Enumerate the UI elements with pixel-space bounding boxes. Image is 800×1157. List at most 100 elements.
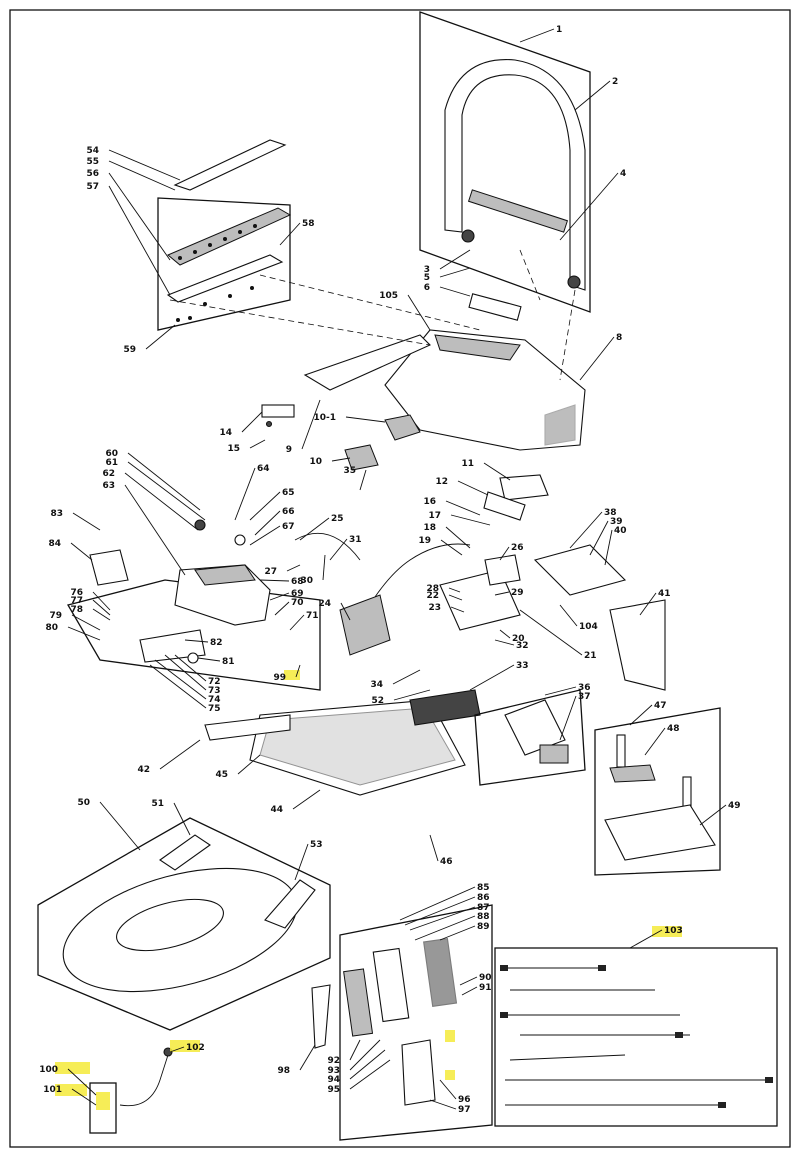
callout-57: 57 xyxy=(86,182,99,192)
callout-leader-21 xyxy=(519,609,583,656)
callout-leader-19 xyxy=(440,539,463,556)
callout-60: 60 xyxy=(105,449,118,459)
callout-9: 9 xyxy=(286,445,292,455)
callout-75: 75 xyxy=(208,704,221,714)
callout-leader-91 xyxy=(461,986,478,996)
callout-90: 90 xyxy=(479,973,492,983)
callout-leader-59 xyxy=(145,324,176,350)
callout-64: 64 xyxy=(257,464,270,474)
callout-5: 5 xyxy=(424,273,430,283)
callout-leader-78 xyxy=(92,608,111,621)
callout-leader-65 xyxy=(249,491,281,521)
callout-leader-14 xyxy=(241,411,263,433)
mounting-parts xyxy=(533,544,721,876)
callout-42: 42 xyxy=(137,765,150,775)
base-plate xyxy=(204,689,481,796)
seat-assembly xyxy=(37,817,331,1031)
callout-3: 3 xyxy=(424,265,430,275)
callout-leader-79 xyxy=(71,614,101,631)
callout-leader-3 xyxy=(439,249,471,270)
callout-leader-67 xyxy=(249,525,281,546)
callout-labels: 123456891010-111121415161718192021222324… xyxy=(39,25,740,1115)
callout-76: 76 xyxy=(70,588,83,598)
callout-leader-11 xyxy=(483,462,511,481)
callout-89: 89 xyxy=(477,922,490,932)
callout-53: 53 xyxy=(310,840,323,850)
callout-47: 47 xyxy=(654,701,667,711)
callout-21: 21 xyxy=(584,651,597,661)
callout-leader-34 xyxy=(392,669,421,685)
callout-leader-42 xyxy=(159,739,201,770)
callout-88: 88 xyxy=(477,912,490,922)
callout-leader-52 xyxy=(393,689,431,701)
callout-leader-30 xyxy=(322,554,326,581)
callout-leader-39 xyxy=(589,520,609,556)
nozzle-assembly xyxy=(294,532,521,656)
callout-leader-31 xyxy=(329,538,348,561)
callout-leader-6 xyxy=(439,286,471,297)
callout-leader-53 xyxy=(294,843,309,881)
callout-leader-33 xyxy=(469,664,515,691)
callout-leader-28 xyxy=(448,587,461,593)
callout-48: 48 xyxy=(667,724,680,734)
callout-leader-55 xyxy=(108,160,176,191)
diagram-frame xyxy=(9,9,791,1148)
controller-box xyxy=(67,519,321,691)
callout-leader-98 xyxy=(299,1044,316,1071)
callout-leader-60 xyxy=(127,452,201,511)
callout-leader-50 xyxy=(99,801,141,851)
callout-94: 94 xyxy=(327,1075,340,1085)
callout-leader-26 xyxy=(499,546,510,561)
callout-leader-87 xyxy=(409,906,476,931)
callout-91: 91 xyxy=(479,983,492,993)
callout-86: 86 xyxy=(477,893,490,903)
callout-leader-80 xyxy=(67,626,101,641)
callout-28: 28 xyxy=(426,584,439,594)
callout-leader-89 xyxy=(439,925,476,941)
callout-leader-45 xyxy=(237,754,261,775)
callout-1: 1 xyxy=(556,25,562,35)
callout-leader-94 xyxy=(349,1049,386,1080)
callout-leader-54 xyxy=(108,149,181,181)
callout-leader-8 xyxy=(579,336,615,381)
callout-14: 14 xyxy=(219,428,232,438)
callout-32: 32 xyxy=(516,641,529,651)
callout-66: 66 xyxy=(282,507,295,517)
callout-leader-32 xyxy=(494,639,515,646)
callout-leader-61 xyxy=(127,461,206,521)
callout-24: 24 xyxy=(318,599,331,609)
callout-67: 67 xyxy=(282,522,295,532)
callout-leader-38 xyxy=(569,511,603,549)
water-hose xyxy=(55,1040,200,1134)
callout-56: 56 xyxy=(86,169,99,179)
callout-leader-51 xyxy=(173,802,191,836)
callout-36: 36 xyxy=(578,683,591,693)
callout-34: 34 xyxy=(370,680,383,690)
callout-leader-71 xyxy=(289,614,305,631)
callout-26: 26 xyxy=(511,543,524,553)
callout-19: 19 xyxy=(418,536,431,546)
callout-leader-46 xyxy=(429,834,439,862)
callout-leader-41 xyxy=(639,592,657,616)
callout-leader-47 xyxy=(629,704,653,726)
callout-68: 68 xyxy=(291,577,304,587)
callout-leader-49 xyxy=(699,804,727,826)
callout-leader-48 xyxy=(644,727,666,756)
callout-4: 4 xyxy=(620,169,626,179)
small-parts xyxy=(261,404,549,521)
callout-leader-29 xyxy=(494,591,510,596)
callout-leader-10 xyxy=(331,457,351,462)
callout-leader-44 xyxy=(292,789,321,810)
callout-46: 46 xyxy=(440,857,453,867)
callout-leader-58 xyxy=(279,222,301,246)
callout-55: 55 xyxy=(86,157,99,167)
callout-leader-76 xyxy=(92,591,111,611)
callout-99: 99 xyxy=(273,673,286,683)
callout-leader-85 xyxy=(399,886,476,921)
callout-102: 102 xyxy=(186,1043,205,1053)
callout-leader-92 xyxy=(349,1039,361,1061)
callout-81: 81 xyxy=(222,657,235,667)
callout-35: 35 xyxy=(343,466,356,476)
callout-70: 70 xyxy=(291,598,304,608)
callout-15: 15 xyxy=(227,444,240,454)
